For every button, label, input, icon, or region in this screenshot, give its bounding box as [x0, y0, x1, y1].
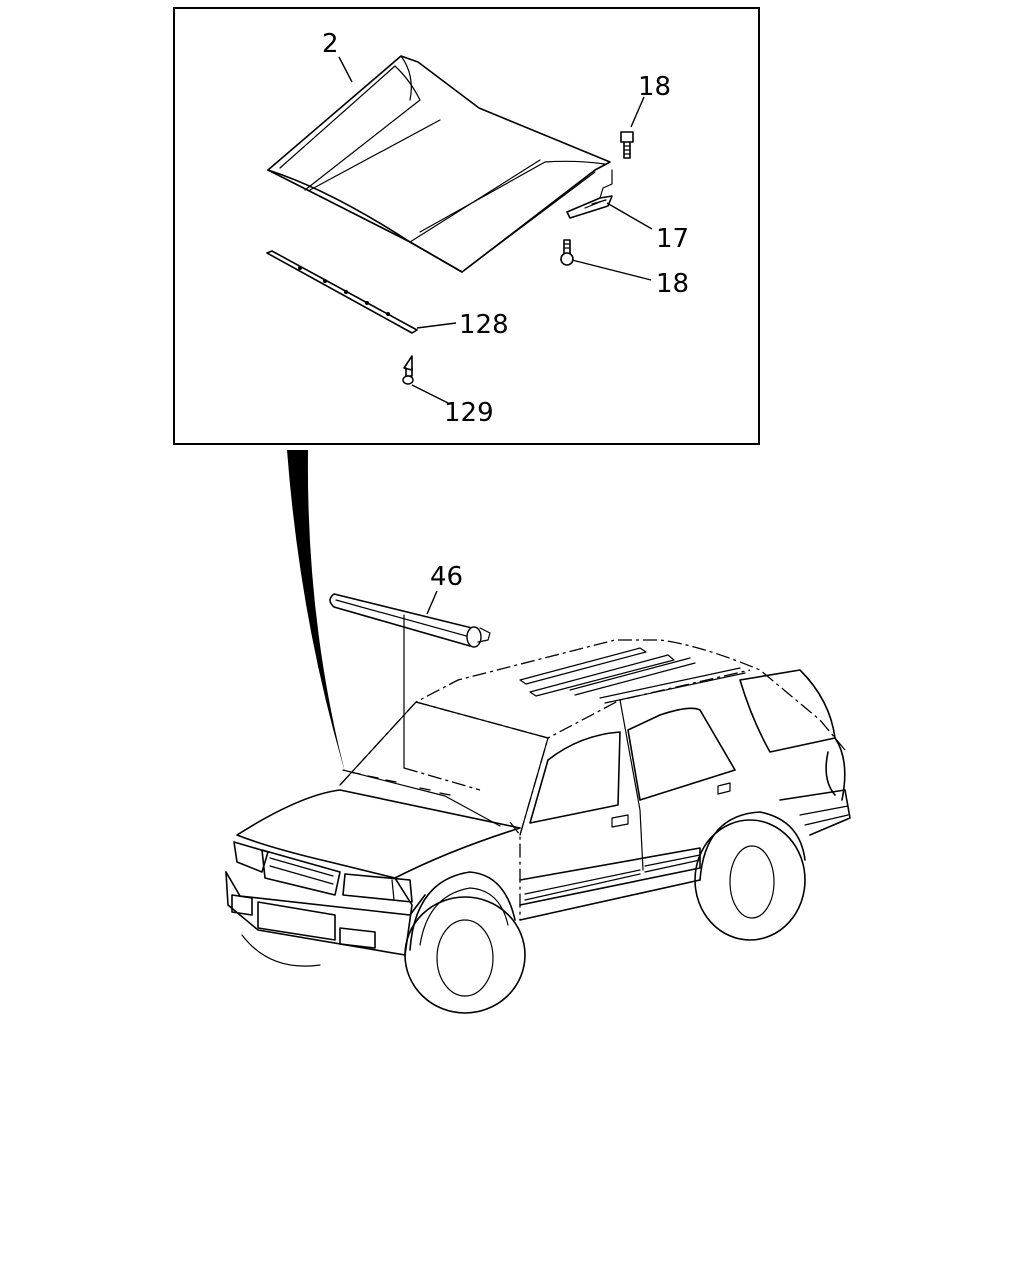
callout-bolt-upper: 18 — [638, 72, 671, 102]
seal-clip — [402, 355, 414, 385]
hood-hinge — [566, 169, 613, 219]
detail-inset-frame — [173, 7, 760, 445]
callout-weatherstrip: 46 — [430, 562, 463, 592]
vehicle-outline — [225, 639, 851, 1014]
cowl-weatherstrip — [329, 593, 491, 769]
hood-panel — [267, 55, 611, 273]
callout-hood: 2 — [322, 29, 339, 59]
hinge-bolt-upper — [620, 131, 634, 159]
callout-bolt-lower: 18 — [656, 269, 689, 299]
callout-seal-strip: 128 — [459, 310, 509, 340]
callout-clip: 129 — [444, 398, 494, 428]
callout-hinge: 17 — [656, 224, 689, 254]
detail-pointer — [287, 450, 345, 772]
hinge-bolt-lower — [560, 239, 574, 266]
hood-seal-strip — [266, 250, 418, 334]
